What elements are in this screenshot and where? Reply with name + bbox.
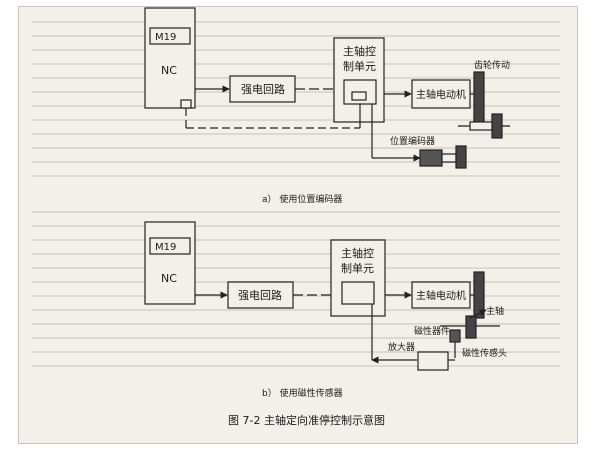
amplifier-label-b: 放大器	[388, 341, 415, 353]
gear-a	[473, 71, 485, 125]
power-circuit-box-b	[227, 281, 294, 309]
controller-port-a	[351, 91, 367, 101]
background-text-lines	[32, 21, 560, 367]
motor-label-b: 主轴电动机	[416, 289, 466, 302]
magnetic-sensor-label-b: 磁性传感头	[462, 347, 507, 359]
nc-block-a	[144, 7, 196, 109]
diagram-a-labels: M19 NC 强电回路 主轴控 制单元 主轴电动机 齿轮传动 位置编码器 a） …	[155, 32, 510, 205]
controller-inner-b	[341, 281, 375, 305]
magnetic-element-b	[449, 329, 461, 343]
controller-label-b-1: 主轴控	[341, 246, 374, 260]
spindle-label-b: 主轴	[486, 305, 504, 317]
m19-box-b	[149, 237, 191, 255]
controller-label-a-2: 制单元	[343, 60, 376, 73]
gear-drive-label-a: 齿轮传动	[474, 59, 510, 71]
m19-label-b: M19	[155, 242, 176, 253]
encoder-label-a: 位置编码器	[390, 135, 435, 147]
diagram-b-labels: M19 NC 强电回路 主轴控 制单元 主轴电动机 主轴 磁性器件 放大器 磁性…	[155, 242, 507, 399]
nc-block-b	[144, 221, 196, 305]
m19-label-a: M19	[155, 32, 176, 43]
nc-label-b: NC	[161, 272, 177, 285]
power-circuit-label-a: 强电回路	[241, 83, 285, 96]
caption-a: a） 使用位置编码器	[262, 193, 342, 205]
diagram-b	[144, 221, 500, 371]
power-circuit-label-b: 强电回路	[238, 289, 282, 302]
encoder-body-a	[419, 149, 443, 167]
caption-b: b） 使用磁性传感器	[262, 387, 343, 399]
controller-label-a-1: 主轴控	[343, 44, 376, 58]
encoder-gear-a	[455, 145, 467, 169]
magnetic-element-label-b: 磁性器件	[414, 325, 450, 337]
figure-caption: 图 7-2 主轴定向准停控制示意图	[228, 413, 385, 427]
nc-label-a: NC	[161, 64, 177, 77]
motor-box-b	[411, 281, 471, 309]
motor-label-a: 主轴电动机	[416, 88, 466, 101]
spindle-gear-a	[491, 113, 503, 139]
nc-port-a	[180, 99, 192, 109]
spindle-gear-b	[465, 315, 477, 339]
amplifier-box-b	[417, 351, 449, 371]
motor-box-a	[411, 79, 471, 109]
m19-box-a	[149, 27, 191, 45]
controller-label-b-2: 制单元	[341, 262, 374, 275]
diagram-a	[144, 7, 510, 169]
